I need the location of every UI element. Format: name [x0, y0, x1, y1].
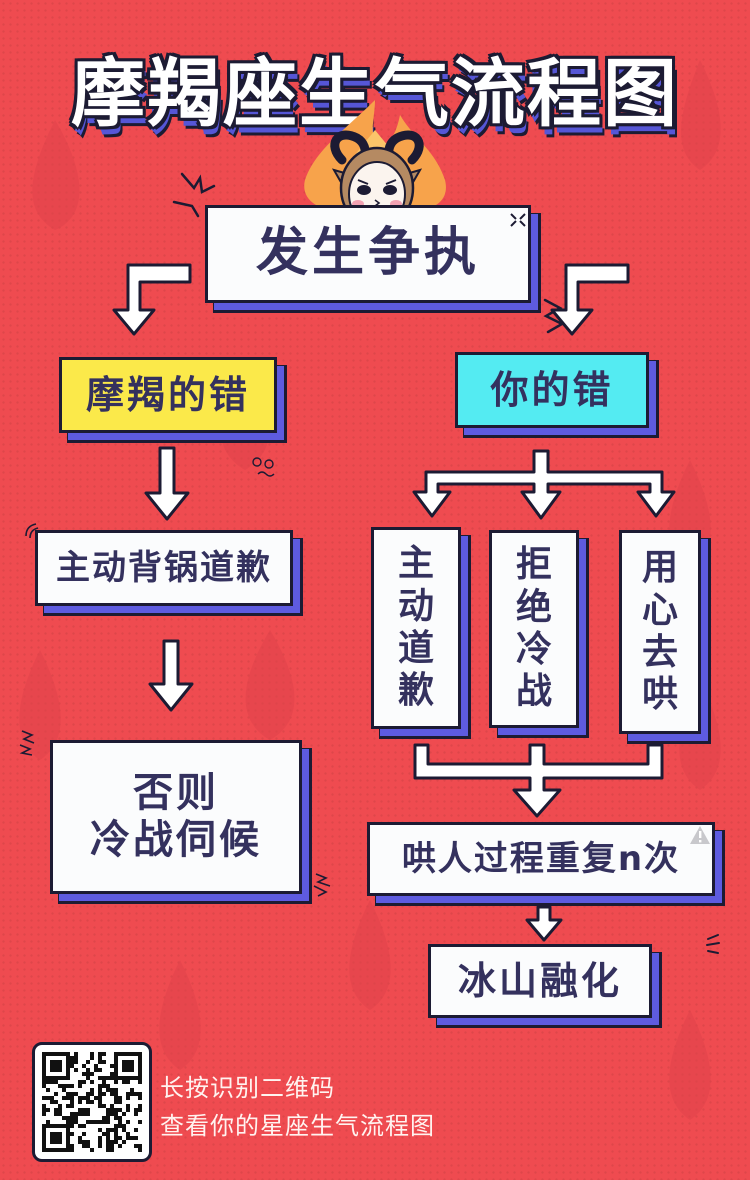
left-branch-label: 摩羯的错 [85, 372, 250, 417]
start-node-argument: 发生争执 [205, 205, 531, 303]
option-label: 主动道歉 [398, 543, 435, 712]
warning-icon [690, 826, 710, 844]
qr-code[interactable] [32, 1042, 152, 1162]
footer-line-1: 长按识别二维码 [160, 1074, 335, 1102]
arrow-down [148, 639, 194, 712]
option-label: 用心去哄 [642, 547, 679, 716]
zigzag-icon [313, 873, 331, 897]
step-label: 主动背锅道歉 [56, 547, 272, 588]
spark-squiggle-icon [543, 298, 565, 334]
arrow-right-branch [550, 263, 630, 336]
step-label-line2: 冷战伺候 [90, 817, 262, 863]
dizzy-face-icon [252, 457, 275, 477]
arrow-split-three [412, 449, 676, 520]
option-apologize: 主动道歉 [371, 527, 461, 729]
arrow-left-branch [112, 263, 192, 336]
spark-squiggle-icon [172, 172, 216, 218]
motion-lines-icon [25, 523, 39, 539]
step-otherwise-cold-war: 否则 冷战伺候 [50, 740, 302, 894]
arrow-merge-three [413, 743, 664, 818]
arrow-down [525, 905, 563, 942]
step-coax-repeat: 哄人过程重复n次 [367, 822, 715, 896]
end-node-ice-melts: 冰山融化 [428, 944, 652, 1018]
end-label: 冰山融化 [457, 958, 622, 1003]
start-node-label: 发生争执 [255, 223, 480, 284]
anger-symbol-icon [510, 213, 526, 227]
arrow-down [144, 446, 190, 521]
merge-label: 哄人过程重复n次 [401, 838, 681, 879]
step-take-blame-apologize: 主动背锅道歉 [35, 530, 293, 606]
footer-line-2: 查看你的星座生气流程图 [160, 1112, 435, 1140]
emphasis-lines-icon [706, 934, 720, 954]
page-title: 摩羯座生气流程图 [71, 51, 679, 137]
left-branch-capricorn-fault: 摩羯的错 [59, 357, 277, 433]
option-label: 拒绝冷战 [516, 544, 553, 713]
step-label-line1: 否则 [133, 769, 219, 816]
option-refuse-cold-war: 拒绝冷战 [489, 530, 579, 728]
right-branch-label: 你的错 [490, 367, 614, 412]
option-coax-sincerely: 用心去哄 [619, 530, 701, 734]
right-branch-your-fault: 你的错 [455, 352, 649, 428]
qr-code-pattern [42, 1052, 142, 1152]
zigzag-icon [19, 730, 35, 756]
